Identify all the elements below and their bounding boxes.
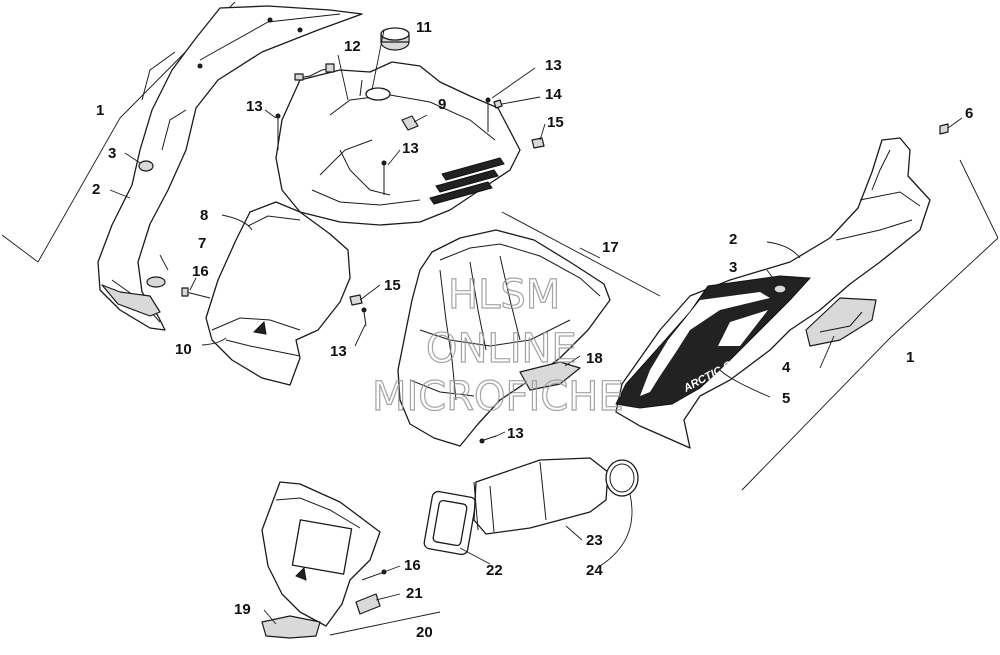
callout-2-right: 2: [729, 231, 737, 248]
grommet-left: [138, 160, 154, 172]
callout-labels: 1 1 2 2 3 3 4 5 6 7 8 9 10 11 12 13 13 1…: [92, 19, 973, 641]
callout-17: 17: [602, 239, 619, 256]
callout-6: 6: [965, 105, 973, 122]
right-side-panel-group: ARCTIC CAT: [615, 117, 999, 491]
callout-13-c: 13: [545, 57, 562, 74]
callout-13-e: 13: [507, 425, 524, 442]
callout-8: 8: [200, 207, 208, 224]
dash-panel: [275, 61, 521, 226]
callout-16-b: 16: [404, 557, 421, 574]
callout-11: 11: [416, 19, 432, 36]
watermark: HLSM ONLINE MICROFICHE: [371, 271, 624, 420]
hose-clamp: [605, 459, 639, 497]
callout-13-a: 13: [246, 98, 263, 115]
callout-1-right: 1: [906, 349, 914, 366]
left-side-panel-group: [1, 1, 363, 331]
callout-18: 18: [586, 350, 603, 367]
watermark-line2: ONLINE: [426, 326, 577, 372]
nose-cone-group: [181, 27, 546, 386]
callout-20: 20: [416, 624, 433, 641]
callout-14: 14: [545, 86, 562, 103]
storage-tub-group: [397, 211, 661, 447]
callout-13-d: 13: [330, 343, 347, 360]
callout-1-left: 1: [96, 102, 104, 119]
tub-liner: [519, 361, 581, 391]
storage-tub: [397, 229, 611, 447]
callout-16-a: 16: [192, 263, 209, 280]
decal-5: [615, 275, 812, 409]
callout-23: 23: [586, 532, 603, 549]
panel-insert-4: [805, 297, 877, 347]
callout-13-b: 13: [402, 140, 419, 157]
callout-3-left: 3: [108, 145, 116, 162]
grommet-7: [146, 276, 166, 288]
callout-2-left: 2: [92, 181, 100, 198]
air-intake-group: [261, 457, 639, 639]
callout-7: 7: [198, 235, 206, 252]
callout-19: 19: [234, 601, 251, 618]
callout-3-right: 3: [729, 259, 737, 276]
callout-5: 5: [782, 390, 790, 407]
nose-cone: [205, 201, 351, 386]
callout-24: 24: [586, 562, 603, 579]
callout-12: 12: [344, 38, 361, 55]
watermark-line3: MICROFICHE: [372, 374, 624, 420]
callout-22: 22: [486, 562, 503, 579]
callout-10: 10: [175, 341, 192, 358]
bracket-19: [261, 615, 321, 639]
callout-21: 21: [406, 585, 423, 602]
callout-4: 4: [782, 359, 791, 376]
callout-9: 9: [438, 96, 446, 113]
watermark-line1: HLSM: [448, 272, 560, 318]
intake-duct: [473, 457, 609, 535]
callout-15-b: 15: [384, 277, 401, 294]
callout-15-a: 15: [547, 114, 564, 131]
